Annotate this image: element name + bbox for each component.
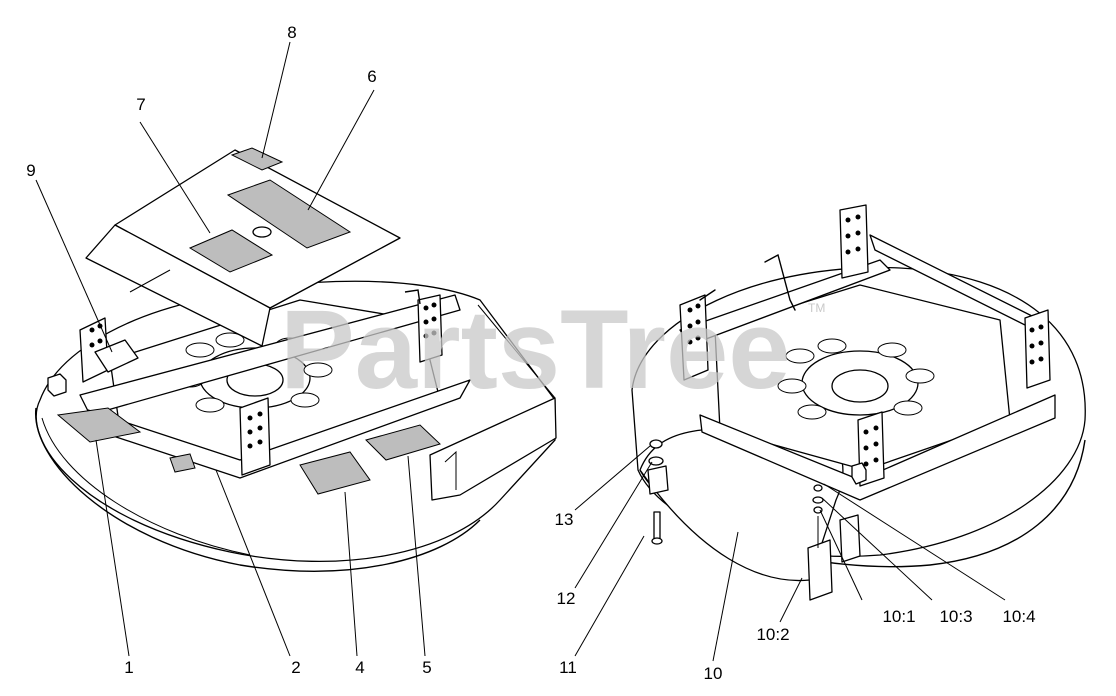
callout-2: 2 (291, 658, 300, 677)
decal-6 (226, 179, 352, 249)
callout-10: 10 (704, 664, 723, 683)
callout-7: 7 (136, 95, 145, 114)
leader-lines (35, 41, 1006, 662)
callout-10-3: 10:3 (939, 607, 972, 626)
latch-plate-10-2 (807, 539, 833, 601)
decal-5 (365, 424, 441, 461)
callout-8: 8 (287, 23, 296, 42)
decal-4 (299, 451, 371, 495)
right-assembly (631, 204, 1086, 601)
callout-10-1: 10:1 (882, 607, 915, 626)
decal-1 (56, 407, 142, 443)
callout-13: 13 (555, 510, 574, 529)
left-frame-rail-front (79, 294, 461, 416)
washer-12 (648, 456, 664, 466)
left-discharge-chute (429, 397, 557, 501)
callout-11: 11 (559, 658, 577, 677)
callout-labels: 1 2 4 5 6 7 8 9 10 11 12 13 10:2 10:1 10… (26, 23, 1035, 683)
callout-4: 4 (355, 658, 364, 677)
bolt-11 (653, 511, 661, 541)
right-spindle-holes (777, 338, 935, 420)
hardware-stack (647, 439, 669, 545)
left-bracket-right (417, 294, 443, 363)
callout-6: 6 (367, 67, 376, 86)
callout-1: 1 (124, 658, 133, 677)
left-bracket-front (239, 397, 271, 476)
left-assembly (35, 147, 557, 572)
latch-parts-10 (807, 484, 861, 601)
decal-8 (230, 147, 284, 171)
callout-5: 5 (422, 658, 431, 677)
right-bracket-top (839, 204, 869, 279)
decal-7 (188, 229, 274, 273)
right-bracket-left (679, 294, 709, 381)
callout-9: 9 (26, 161, 35, 180)
left-deck-rim (35, 407, 481, 572)
nut-13 (649, 439, 663, 449)
right-bracket-right (1024, 309, 1051, 389)
watermark: PartsTree TM (280, 287, 825, 412)
callout-12: 12 (557, 589, 576, 608)
watermark-trademark: TM (808, 301, 825, 315)
callout-10-2: 10:2 (756, 625, 789, 644)
watermark-text: PartsTree (280, 287, 791, 412)
decal-2 (169, 453, 196, 473)
latch-9 (94, 339, 139, 373)
callout-10-4: 10:4 (1002, 607, 1035, 626)
